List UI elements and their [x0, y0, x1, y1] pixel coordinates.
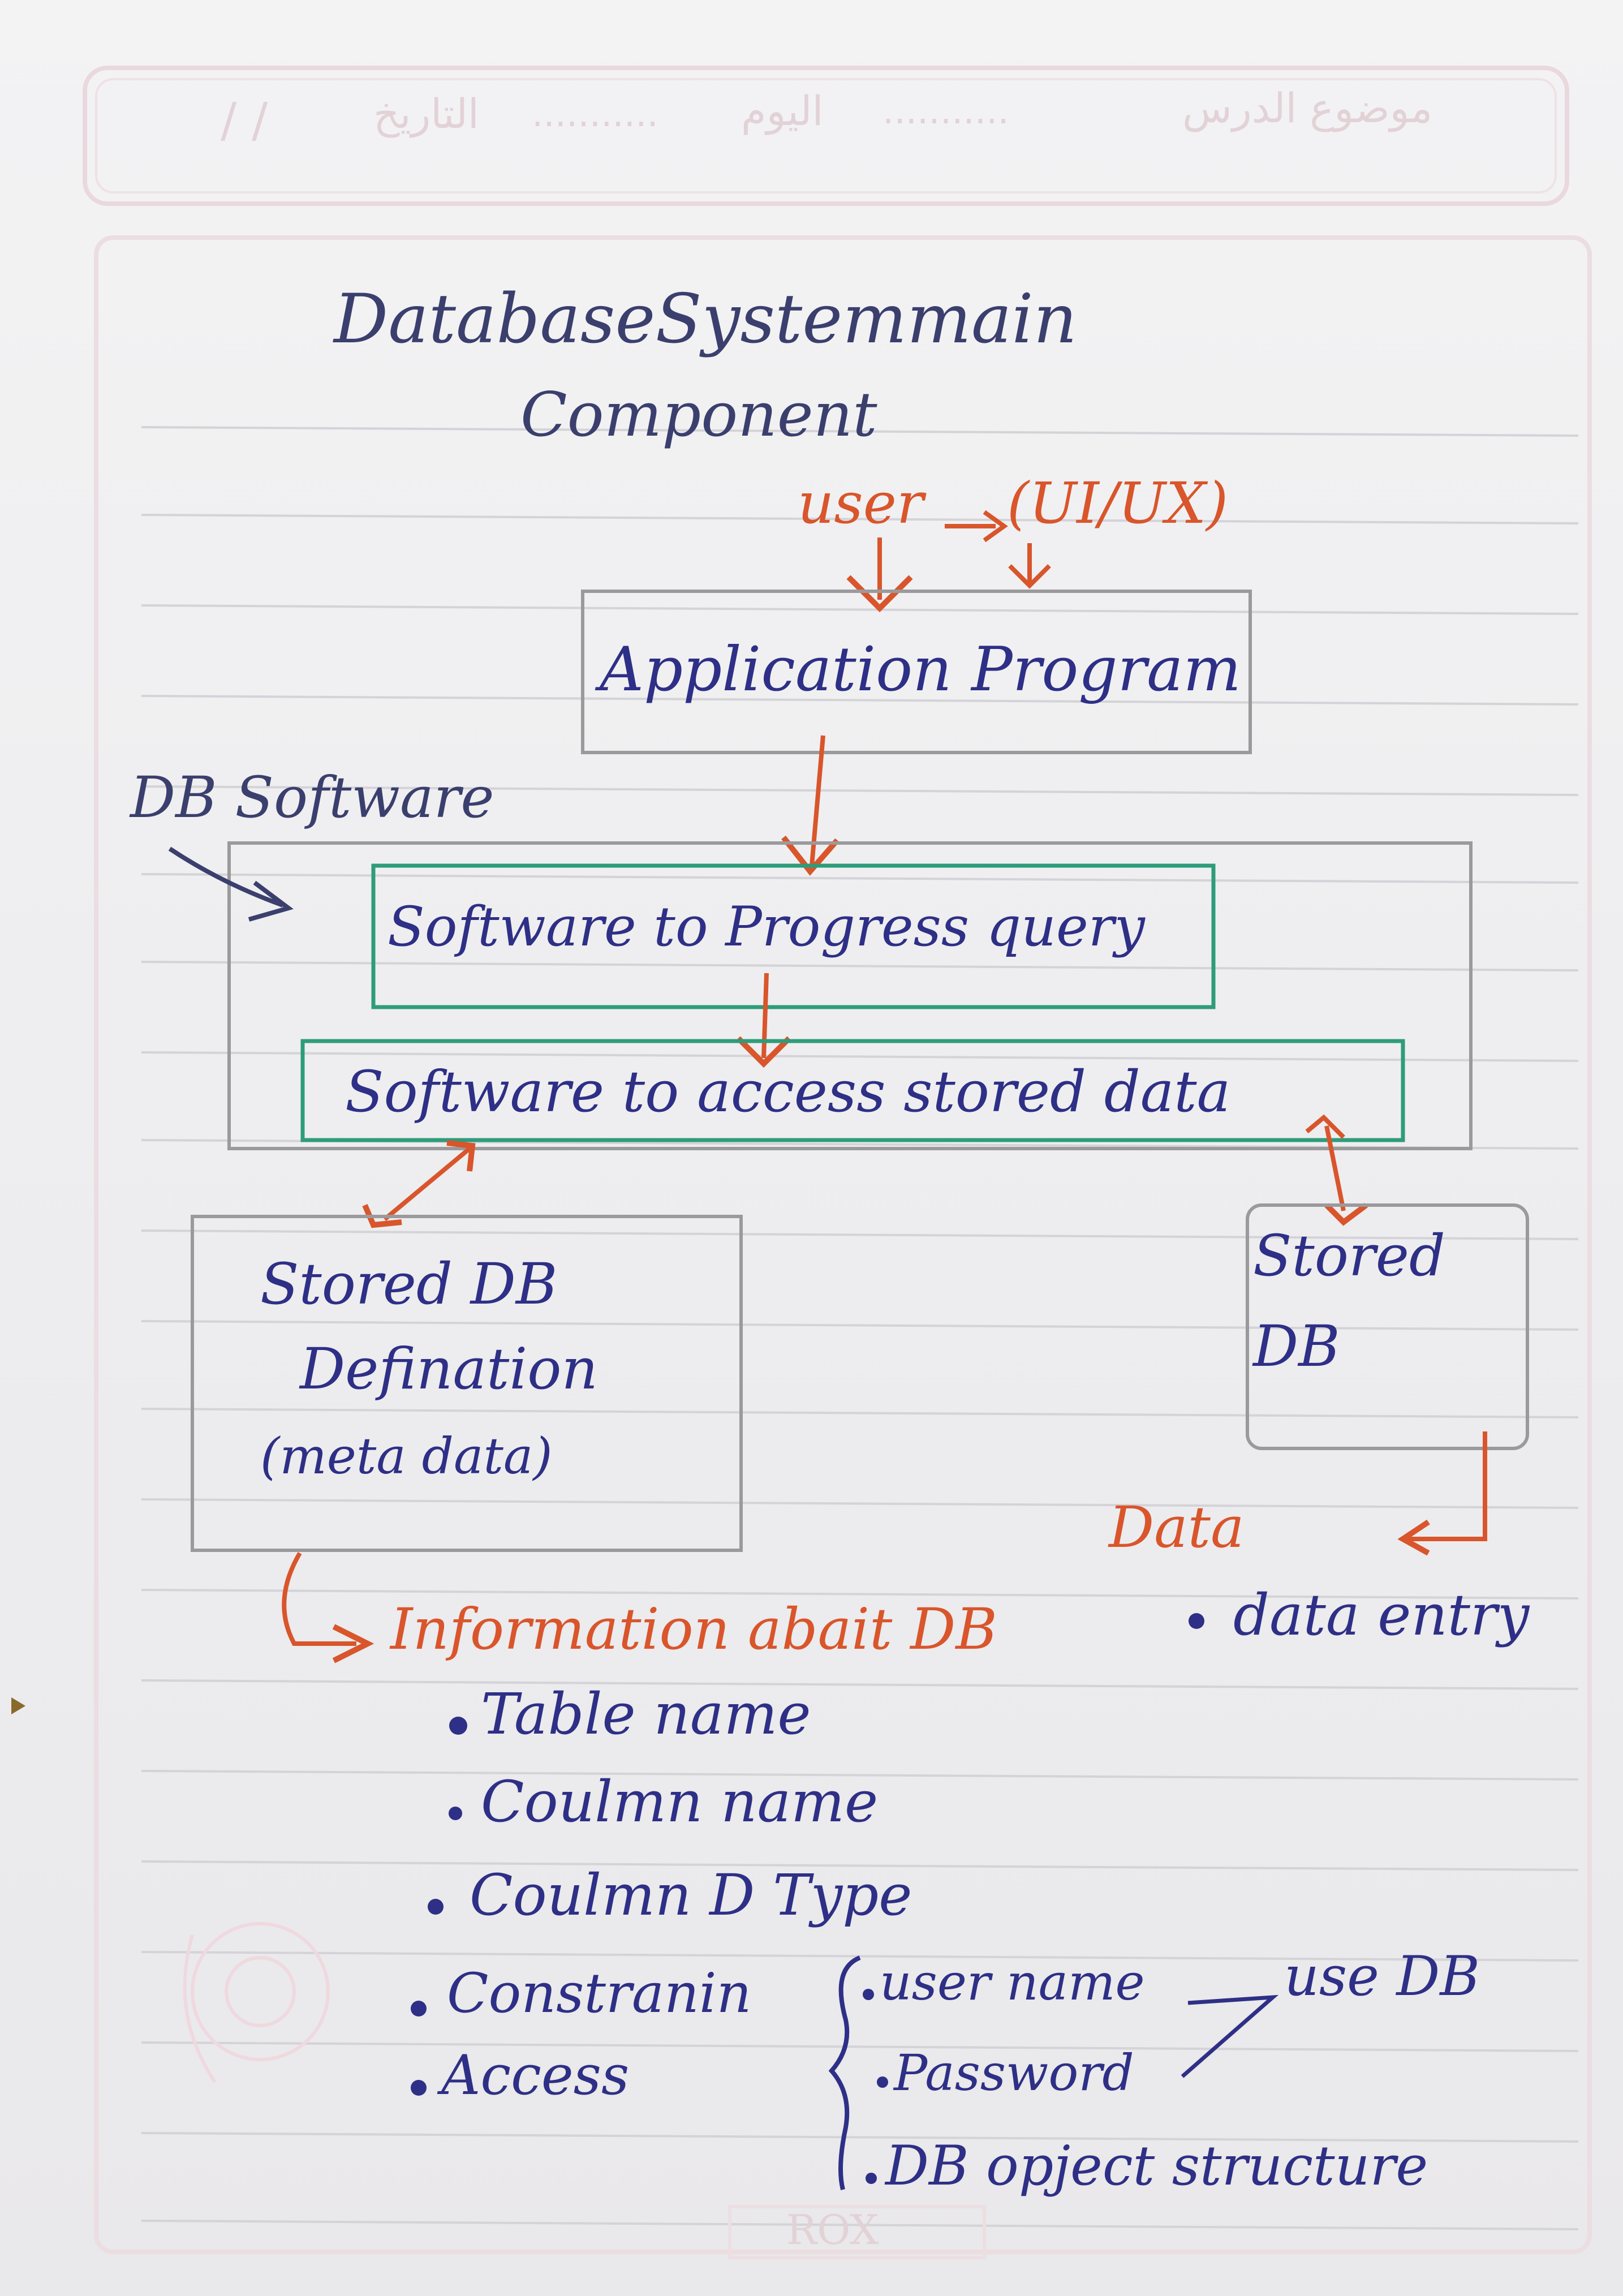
info-item-table-name: Table name — [481, 1681, 811, 1747]
footer-brand: ROX — [786, 2206, 879, 2254]
bullet-dot — [863, 1989, 874, 2000]
header-topic-label: موضوع الدرس — [1182, 84, 1433, 132]
application-program-box — [581, 590, 1252, 754]
info-item-column-name: Coulmn name — [481, 1769, 879, 1835]
definition-box — [191, 1215, 743, 1552]
ui-ux-label: (UI/UX) — [1007, 470, 1228, 536]
header-date-label: التاريخ — [373, 90, 479, 137]
bullet-dot — [866, 2173, 877, 2184]
use-db-label: use DB — [1284, 1945, 1480, 2008]
access-box — [300, 1039, 1405, 1142]
definition-line3: (meta data) — [260, 1427, 553, 1485]
bullet-dot — [449, 1717, 467, 1735]
db-software-label: DB Software — [130, 764, 494, 831]
query-box — [371, 863, 1216, 1009]
definition-line1: Stored DB — [260, 1251, 558, 1317]
software-process-query-label: Software to Progress query — [388, 895, 1145, 958]
stored-db-line2: DB — [1253, 1313, 1340, 1379]
access-item-db-object-structure: DB opject structure — [885, 2134, 1428, 2198]
bullet-dot — [411, 2001, 427, 2016]
bullet-dot — [1189, 1613, 1204, 1629]
user-label: user — [798, 470, 924, 536]
data-entry-item: data entry — [1233, 1582, 1530, 1648]
stored-db-line1: Stored — [1253, 1223, 1445, 1289]
info-item-column-type: Coulmn D Type — [470, 1862, 912, 1928]
header-day-label: اليوم — [741, 87, 824, 135]
page-title-line1: DatabaseSystemmain — [334, 280, 1078, 359]
bullet-dot — [449, 1807, 462, 1820]
header-dots-1: ........... — [882, 91, 1009, 132]
software-access-data-label: Software to access stored data — [345, 1059, 1231, 1125]
data-label: Data — [1109, 1494, 1245, 1560]
bullet-dot — [877, 2076, 888, 2088]
info-item-access: Access — [441, 2044, 630, 2107]
info-item-constraint: Constranin — [447, 1962, 752, 2025]
access-item-password: Password — [894, 2044, 1134, 2102]
application-program-label: Application Program — [600, 634, 1241, 705]
stored-db-box — [1246, 1203, 1529, 1450]
definition-line2: Defination — [300, 1336, 598, 1402]
information-heading: Information abait DB — [390, 1596, 997, 1662]
db-software-box — [227, 841, 1473, 1150]
header-dots-2: ........... — [532, 93, 658, 135]
bullet-dot — [428, 1899, 444, 1915]
bullet-dot — [411, 2080, 427, 2096]
access-item-user-name: user name — [880, 1953, 1145, 2011]
header-date-slashes: / / — [221, 92, 268, 148]
page-title-line2: Component — [520, 380, 877, 450]
